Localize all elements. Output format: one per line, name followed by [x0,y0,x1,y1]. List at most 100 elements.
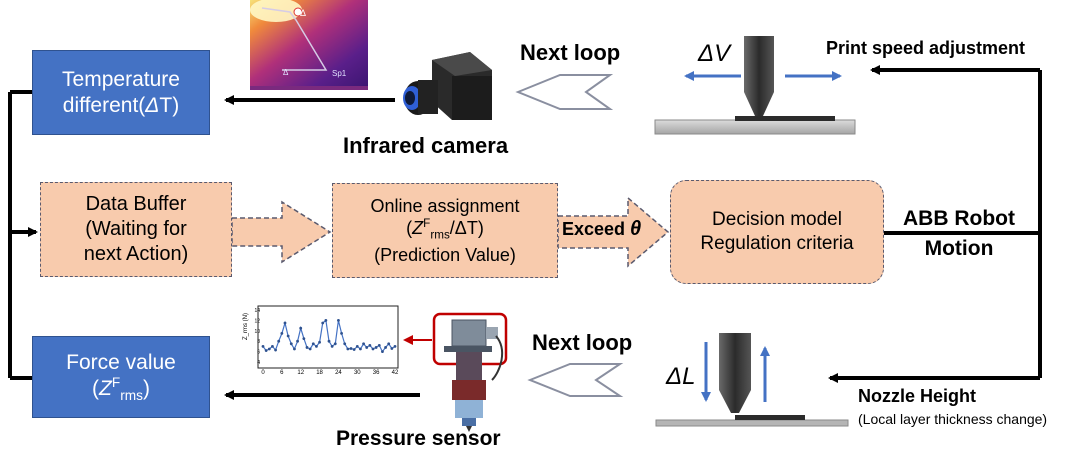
force-data-point [308,347,312,351]
mini-chart-x-tick: 36 [373,370,380,376]
mini-chart-x-tick: 18 [316,370,323,376]
force-data-point [271,345,274,348]
pressure-sensor-illustration [403,312,508,432]
svg-text:Δ: Δ [283,68,289,77]
mini-chart-y-tick: 6 [257,350,260,356]
force-data-point [293,347,296,351]
force-data-point [289,342,293,346]
mini-chart-x-tick: 24 [335,370,342,376]
mini-chart-x-tick: 6 [280,370,284,376]
force-var: Z [99,376,112,400]
force-data-point [368,343,372,347]
force-data-point [387,342,391,346]
force-data-point [327,339,331,343]
next-loop-top-chevron [515,74,614,110]
force-value-box: Force value (ZFrms) [32,336,210,418]
mini-chart-y-tick: 10 [254,329,260,335]
assignment-line3: (Prediction Value) [374,244,516,265]
force-data-point [305,346,309,349]
force-data-point [330,345,334,348]
force-data-point [261,345,265,348]
force-data-point [393,345,397,348]
delta-v-label: ΔV [698,40,731,67]
force-data-point [296,339,299,343]
force-data-point [346,347,350,351]
thermal-image: Δ Δ Sp1 [250,0,368,90]
force-data-point [359,347,362,351]
data-buffer-box: Data Buffer (Waiting for next Action) [40,182,232,277]
mini-chart-x-tick: 0 [261,370,265,376]
temperature-box: Temperature different(ΔT) [32,50,210,135]
force-data-point [277,339,281,343]
force-data-point [333,342,337,346]
force-data-point [337,319,340,322]
force-data-point [311,342,315,346]
force-data-point [374,346,378,349]
layer-thickness-note: (Local layer thickness change) [858,411,1048,427]
nozzle-height-illustration [655,333,849,427]
force-data-point [283,321,287,325]
abb-robot-label: ABB Robot Motion [903,207,1015,260]
print-speed-label: Print speed adjustment [826,38,1026,58]
force-data-point [286,334,290,338]
assignment-to-decision-arrow [557,196,670,268]
pressure-sensor-label: Pressure sensor [336,427,501,450]
force-data-point [355,345,359,348]
assignment-line1: Online assignment [370,195,520,216]
force-data-point [371,347,375,351]
delta-l-label: ΔL [666,363,696,390]
infrared-camera-label: Infrared camera [343,133,509,158]
decision-line2: Regulation criteria [700,233,854,254]
mini-chart-x-tick: 42 [392,370,399,376]
decision-line1: Decision model [712,209,842,231]
force-data-point [352,348,356,351]
temperature-unit: T) [159,93,180,117]
force-data-point [390,347,394,350]
nozzle-height-label: Nozzle Height [858,386,977,406]
mini-chart-y-tick: 8 [257,339,260,345]
force-data-point [267,347,271,351]
force-data-point [377,343,381,347]
mini-chart-y-tick: 12 [254,318,260,324]
print-speed-illustration [654,36,856,135]
force-data-point [321,321,325,325]
force-data-point [324,319,328,322]
temperature-delta: Δ [145,93,160,117]
decision-model-box: Decision model Regulation criteria [670,180,884,284]
next-loop-bottom-label: Next loop [532,330,633,355]
force-data-point [318,340,321,344]
next-loop-bottom-chevron [527,363,624,397]
buffer-line2: (Waiting for [85,218,187,240]
temperature-line2: different( [62,93,146,117]
force-data-point [362,342,365,346]
force-data-point [315,345,318,348]
force-data-point [280,332,284,335]
force-line1: Force value [66,350,176,374]
force-data-point [384,346,387,349]
buffer-to-assignment-arrow [231,200,332,264]
force-data-point [365,346,369,349]
mini-chart-x-tick: 30 [354,370,361,376]
mini-chart-y-tick: 14 [254,308,260,314]
force-mini-chart: 0 6 12 18 24 30 36 42 4 6 8 10 12 14 Z_rms (N) [243,305,399,376]
force-data-point [299,326,303,330]
force-data-point [349,347,353,350]
svg-text:Δ: Δ [300,8,306,18]
online-assignment-box: Online assignment (ZFrms/ΔT) (Prediction… [332,183,558,278]
force-data-point [264,349,268,352]
force-data-point [302,337,306,340]
mini-chart-x-tick: 12 [297,370,304,376]
force-data-point [340,332,343,335]
force-data-point [274,348,277,352]
buffer-line1: Data Buffer [85,193,187,215]
mini-chart-y-tick: 4 [257,360,260,366]
buffer-line3: next Action) [83,243,189,265]
infrared-camera-illustration [403,52,492,120]
svg-text:Sp1: Sp1 [332,69,347,78]
next-loop-top-label: Next loop [520,40,621,65]
temperature-line1: Temperature [62,68,180,92]
mini-chart-ylabel: Z_rms (N) [243,313,249,340]
exceed-theta-label: Exceed θ [562,218,642,240]
